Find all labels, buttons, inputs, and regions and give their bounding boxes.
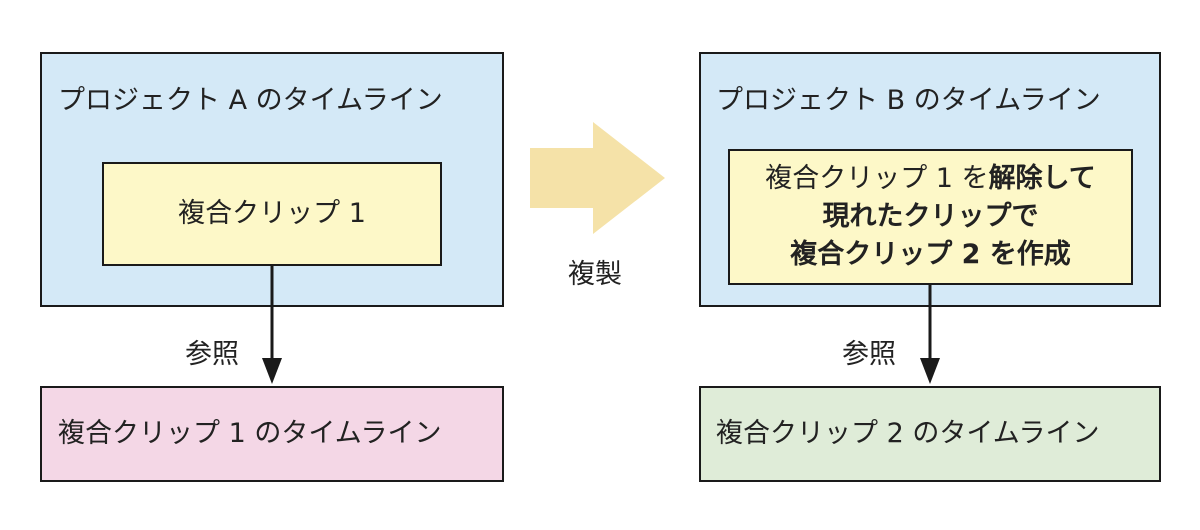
reference-arrow-right-head bbox=[920, 358, 940, 384]
instruction-line-1-normal: 複合クリップ 1 を bbox=[765, 163, 989, 194]
compound-clip-1-timeline-box bbox=[40, 386, 504, 482]
compound-clip-1-label: 複合クリップ 1 bbox=[178, 198, 366, 229]
instruction-line-2: 現れたクリップで bbox=[822, 201, 1039, 232]
instruction-line-1: 複合クリップ 1 を解除して bbox=[728, 162, 1133, 196]
reference-label-right: 参照 bbox=[842, 339, 896, 370]
project-a-title: プロジェクト A のタイムライン bbox=[58, 85, 443, 116]
compound-clip-2-timeline-box bbox=[699, 386, 1161, 482]
project-b-title: プロジェクト B のタイムライン bbox=[716, 85, 1101, 116]
compound-clip-2-timeline-label: 複合クリップ 2 のタイムライン bbox=[716, 418, 1100, 449]
compound-clip-1-timeline-label: 複合クリップ 1 のタイムライン bbox=[58, 418, 442, 449]
instruction-line-3: 複合クリップ 2 を作成 bbox=[790, 239, 1071, 270]
instruction-box bbox=[728, 149, 1133, 285]
duplicate-label: 複製 bbox=[568, 259, 622, 290]
compound-clip-1-box bbox=[102, 162, 442, 266]
duplicate-arrow bbox=[530, 122, 665, 234]
reference-arrow-left-head bbox=[262, 358, 282, 384]
reference-label-left: 参照 bbox=[185, 339, 239, 370]
instruction-line-1-bold: 解除して bbox=[988, 163, 1096, 194]
